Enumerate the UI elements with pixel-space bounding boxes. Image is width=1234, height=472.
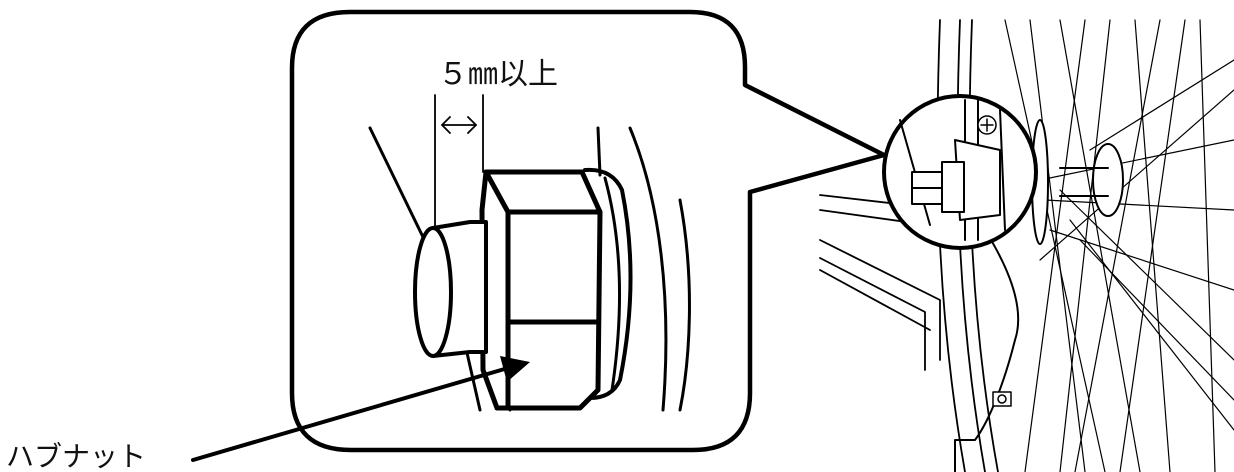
plus-screw-icon xyxy=(977,115,997,135)
arrow-head xyxy=(500,356,530,382)
fork-bolt xyxy=(992,391,1012,407)
wheel-spokes xyxy=(1004,19,1234,472)
hex-nut xyxy=(479,169,603,411)
clearance-dimension xyxy=(434,94,484,229)
clearance-label: ５㎜以上 xyxy=(438,57,558,92)
hub-nut-label: ハブナット xyxy=(6,440,146,472)
hub-flange-rim xyxy=(603,176,622,392)
fork-blade xyxy=(954,229,1020,472)
zoomed-hub-assembly xyxy=(368,94,691,412)
axle-end xyxy=(413,220,488,358)
hub-axle xyxy=(1031,119,1124,245)
leader-arrow xyxy=(191,356,530,462)
wheel-overview xyxy=(819,19,1234,472)
